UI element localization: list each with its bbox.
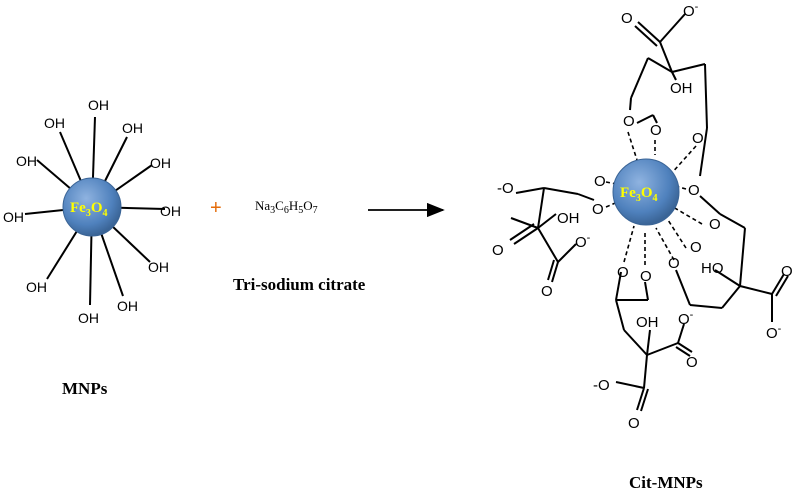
carboxylate-oxygen: O- <box>683 1 699 20</box>
oxygen-label: O <box>592 201 604 218</box>
core-formula: Fe3O4 <box>620 185 658 204</box>
oxygen-label: O <box>690 239 702 256</box>
oh-label: OH <box>44 115 65 131</box>
oh-label: OH <box>78 310 99 326</box>
oh-label: OH <box>122 120 143 136</box>
oh-label: OH <box>160 203 181 219</box>
oxygen-label: O <box>686 354 698 371</box>
hydroxyl-label: OH <box>670 80 693 97</box>
oxygen-label: O <box>623 113 635 130</box>
oxygen-label: O <box>621 10 633 27</box>
oxygen-label: O <box>692 130 704 147</box>
citrate-bottom: O O OH O- O -O O <box>593 264 698 432</box>
oxygen-label: O <box>640 268 652 285</box>
carboxylate-oxygen: -O <box>593 377 610 394</box>
oxygen-label: O <box>688 182 700 199</box>
carboxylate-oxygen: O- <box>678 309 694 328</box>
reagent-formula: Na3C6H5O7 <box>255 198 318 216</box>
oh-label: OH <box>26 279 47 295</box>
oxygen-label: O <box>492 242 504 259</box>
oxygen-label: O <box>594 173 606 190</box>
oh-label: OH <box>148 259 169 275</box>
oh-label: OH <box>3 209 24 225</box>
hydroxyl-label: OH <box>636 314 659 331</box>
oxygen-label: O <box>650 122 662 139</box>
plus-sign: + <box>210 197 222 219</box>
mnps-label: MNPs <box>62 379 108 398</box>
coordination-bonds <box>605 131 703 265</box>
oh-label: OH <box>88 97 109 113</box>
oxygen-label: O <box>541 283 553 300</box>
carboxylate-oxygen: O- <box>575 232 591 251</box>
oh-label: OH <box>117 298 138 314</box>
hydroxyl-label: OH <box>557 210 580 227</box>
oxygen-label: O <box>781 263 793 280</box>
cit-mnp-structure: O O- OH O O O -O O OH <box>492 1 793 432</box>
oxygen-label: O <box>668 255 680 272</box>
iron-oxide-core <box>62 177 122 237</box>
cit-mnps-label: Cit-MNPs <box>629 473 703 492</box>
mnp-particle: Fe3O4 OH OH OH OH OH OH OH OH OH OH OH <box>3 97 181 326</box>
citrate-top: O O- OH O O O <box>621 1 708 177</box>
oh-label: OH <box>16 153 37 169</box>
oxygen-label: O <box>628 415 640 432</box>
oh-labels: OH OH OH OH OH OH OH OH OH OH OH <box>3 97 181 326</box>
citrate-left: -O O OH O- O O O <box>492 173 606 300</box>
oh-label: OH <box>150 155 171 171</box>
oxygen-label: O <box>617 264 629 281</box>
reagent-name: Tri-sodium citrate <box>233 275 366 294</box>
hydroxyl-label: HO <box>701 260 724 277</box>
citrate-right: O O HO O O- O O <box>668 182 793 342</box>
carboxylate-oxygen: -O <box>497 180 514 197</box>
carboxylate-oxygen: O- <box>766 323 782 342</box>
iron-oxide-core <box>612 158 680 226</box>
core-formula: Fe3O4 <box>70 200 108 219</box>
oxygen-label: O <box>709 216 721 233</box>
